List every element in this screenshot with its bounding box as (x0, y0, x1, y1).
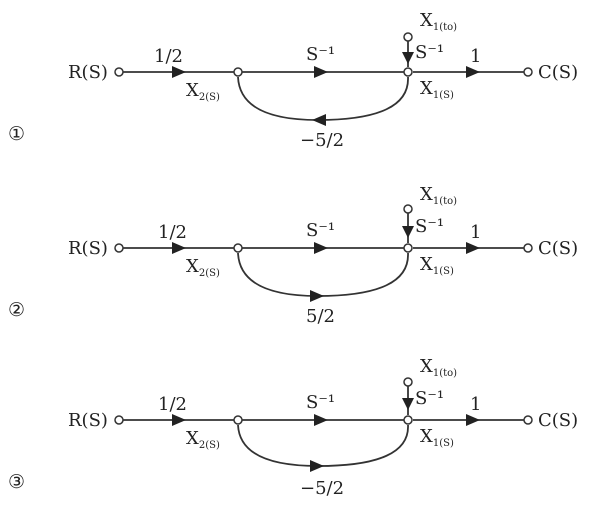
branch-feedback (237, 76, 409, 121)
state-x1-label: X1(S) (420, 426, 454, 449)
arrow-output (466, 66, 480, 78)
node-x2 (233, 415, 243, 425)
node-output (523, 415, 533, 425)
gain-initial-label: S⁻¹ (415, 42, 444, 63)
output-label: C(S) (538, 410, 578, 431)
initial-state-label: X1(to) (420, 356, 457, 379)
arrow-output (466, 414, 480, 426)
output-label: C(S) (538, 62, 578, 83)
arrow-initial-state (402, 226, 414, 238)
initial-state-label: X1(to) (420, 184, 457, 207)
arrow-initial-state (402, 52, 414, 64)
option-number: ① (8, 123, 25, 145)
gain-feedback-label: 5/2 (306, 306, 335, 327)
node-output (523, 243, 533, 253)
input-label: R(S) (68, 410, 108, 431)
state-x2-label: X2(S) (186, 428, 220, 451)
gain-output-label: 1 (470, 46, 481, 67)
signal-flow-graph-option-3: ③ R(S) C(S) 1/2 S⁻¹ S⁻¹ 1 −5/2 X2(S) X1(… (8, 356, 578, 499)
node-x1 (403, 415, 413, 425)
input-label: R(S) (68, 62, 108, 83)
gain-feedback-label: −5/2 (300, 130, 344, 151)
input-label: R(S) (68, 238, 108, 259)
arrow-forward (314, 414, 328, 426)
output-label: C(S) (538, 238, 578, 259)
arrow-output (466, 242, 480, 254)
option-number: ② (8, 299, 25, 321)
node-input (114, 67, 124, 77)
arrow-feedback (310, 290, 324, 302)
node-input (114, 415, 124, 425)
node-x1 (403, 243, 413, 253)
node-x1 (403, 67, 413, 77)
state-x1-label: X1(S) (420, 254, 454, 277)
node-x2 (233, 67, 243, 77)
arrow-input (172, 66, 186, 78)
arrow-feedback (312, 114, 326, 126)
arrow-forward (314, 242, 328, 254)
signal-flow-graph-option-2: ② R(S) C(S) 1/2 S⁻¹ S⁻¹ 1 5/2 X2(S) X1(S… (8, 184, 578, 327)
node-initial-state (403, 204, 413, 214)
gain-input-label: 1/2 (158, 222, 187, 243)
node-output (523, 67, 533, 77)
gain-feedback-label: −5/2 (300, 478, 344, 499)
arrow-input (172, 414, 186, 426)
node-x2 (233, 243, 243, 253)
gain-input-label: 1/2 (154, 46, 183, 67)
gain-forward-label: S⁻¹ (306, 44, 335, 65)
gain-output-label: 1 (470, 222, 481, 243)
branch-feedback (237, 424, 409, 467)
arrow-initial-state (402, 398, 414, 410)
state-x2-label: X2(S) (186, 80, 220, 103)
gain-initial-label: S⁻¹ (415, 216, 444, 237)
node-input (114, 243, 124, 253)
state-x1-label: X1(S) (420, 78, 454, 101)
gain-initial-label: S⁻¹ (415, 388, 444, 409)
arrow-feedback (310, 460, 324, 472)
branch-feedback (237, 252, 409, 297)
gain-forward-label: S⁻¹ (306, 220, 335, 241)
initial-state-label: X1(to) (420, 10, 457, 33)
signal-flow-graph-option-1: ① R(S) C(S) 1/2 S⁻¹ S⁻¹ 1 −5/2 X2(S) X1(… (8, 10, 578, 151)
node-initial-state (403, 377, 413, 387)
gain-output-label: 1 (470, 394, 481, 415)
gain-input-label: 1/2 (158, 394, 187, 415)
state-x2-label: X2(S) (186, 256, 220, 279)
option-number: ③ (8, 471, 25, 493)
arrow-input (172, 242, 186, 254)
arrow-forward (314, 66, 328, 78)
gain-forward-label: S⁻¹ (306, 392, 335, 413)
node-initial-state (403, 32, 413, 42)
